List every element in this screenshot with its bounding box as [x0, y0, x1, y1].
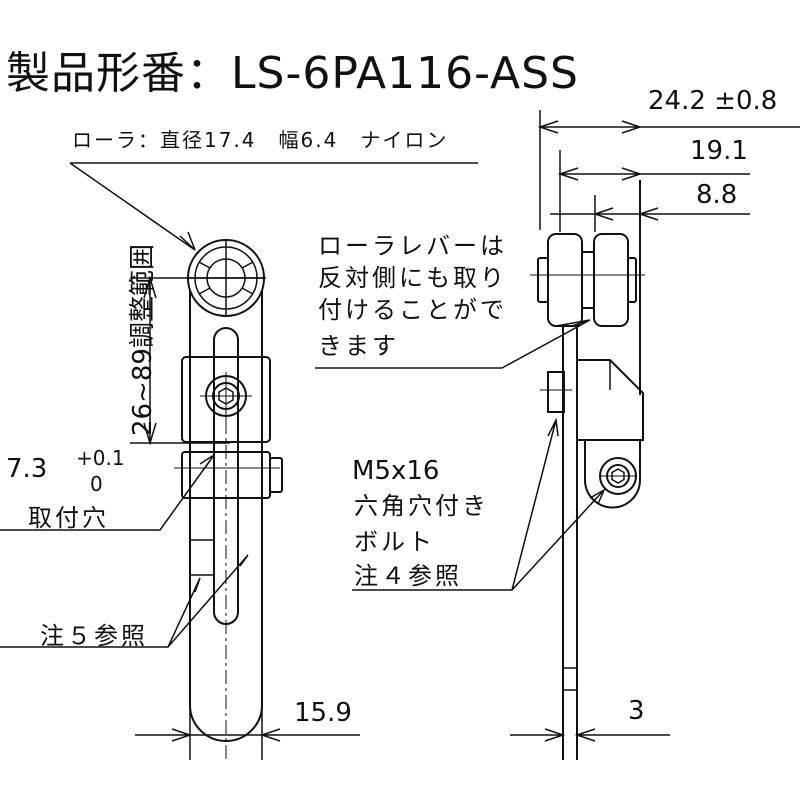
dim-small: 8.8 [696, 180, 738, 210]
width-dimension: 15.9 [294, 698, 352, 728]
adjust-range-label: 26~89調整範囲 [128, 244, 158, 436]
roller-spec-note: ローラ：直径17.4 幅6.4 ナイロン [72, 128, 449, 152]
roller-side [547, 233, 583, 327]
lever-note-line: きます [318, 332, 399, 360]
body-block [577, 359, 644, 441]
note5-label: 注５参照 [40, 622, 148, 650]
side-bolt [547, 371, 565, 413]
mount-hole-tol-lower: 0 [90, 472, 103, 496]
dim-total: 24.2 ±0.8 [648, 86, 778, 116]
lever-note-line: 反対側にも取り [318, 264, 507, 292]
mount-hole-tol-upper: +0.1 [76, 446, 125, 470]
mount-hole-label: 取付穴 [28, 504, 109, 532]
dim-mid: 19.1 [690, 136, 748, 166]
thickness-dimension: 3 [628, 696, 645, 726]
lever-note-line: 付けることがで [318, 296, 507, 324]
bolt-note-line: 六角穴付き [354, 492, 489, 520]
front-view [0, 162, 478, 760]
bracket [181, 356, 271, 443]
lever-note-line: ローラレバーは [318, 232, 507, 260]
product-model-title: 製品形番：LS-6PA116-ASS [6, 48, 579, 99]
side-view [315, 110, 800, 760]
bolt-note-line: ボルト [354, 528, 435, 556]
mount-hole-dimension: 7.3 [6, 454, 48, 484]
lever-slot [213, 327, 239, 625]
bolt-note-line: 注４参照 [354, 562, 462, 590]
bolt-note-line: M5x16 [352, 456, 440, 486]
